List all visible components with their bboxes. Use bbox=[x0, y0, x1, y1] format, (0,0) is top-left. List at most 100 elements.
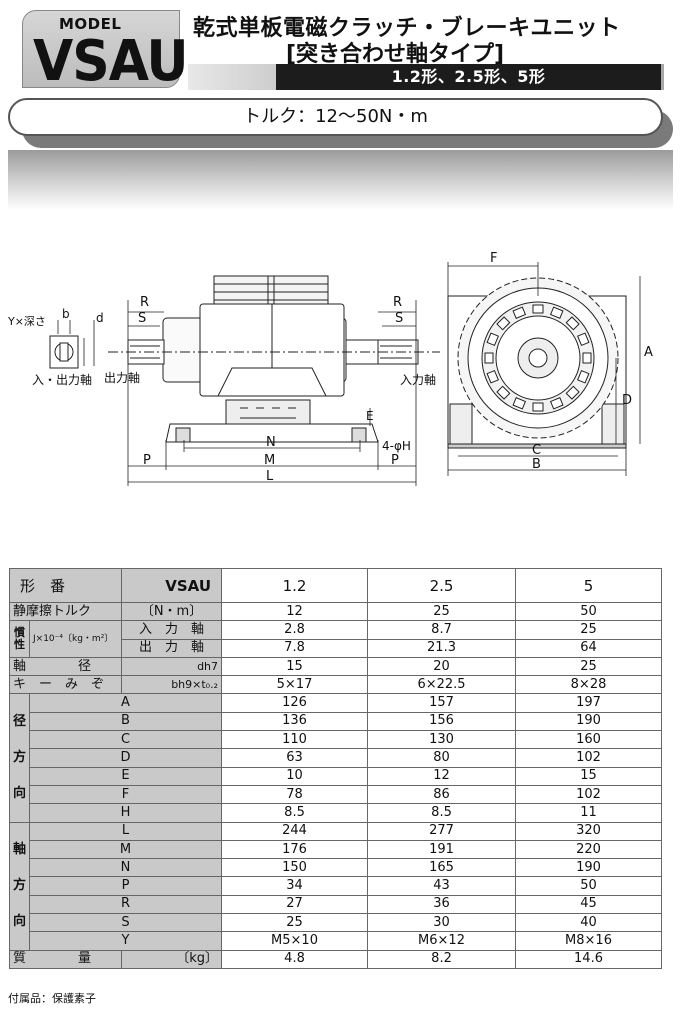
footnote: 付属品：保護素子 bbox=[8, 992, 96, 1005]
dim-label-b: b bbox=[62, 307, 70, 321]
cell: 25 bbox=[221, 913, 369, 933]
cell: 78 bbox=[221, 784, 369, 805]
cell: 102 bbox=[515, 748, 663, 768]
shaft-end-detail bbox=[49, 320, 95, 369]
label-torque: 静摩擦トルク bbox=[8, 601, 123, 622]
label-inertia-in: 入 力 軸 bbox=[121, 620, 223, 640]
cell: 30 bbox=[367, 913, 517, 933]
cell: 8.5 bbox=[221, 803, 369, 823]
cell: 25 bbox=[515, 620, 663, 640]
dim-key: H bbox=[28, 803, 223, 823]
header-col-1: 1.2 bbox=[221, 568, 369, 603]
dim-label-e: E bbox=[366, 409, 374, 423]
cell: 14.6 bbox=[515, 949, 663, 969]
vent-hole bbox=[565, 385, 580, 400]
cell: 25 bbox=[367, 601, 517, 622]
row-inertia-out: 出 力 軸 7.8 21.3 64 bbox=[10, 638, 663, 658]
row-torque: 静摩擦トルク 〔N・m〕 12 25 50 bbox=[8, 601, 663, 622]
cell: 8.5 bbox=[367, 803, 517, 823]
product-subtitle: [突き合わせ軸タイプ] bbox=[286, 42, 505, 67]
dim-key: A bbox=[28, 693, 223, 713]
dim-key: D bbox=[28, 748, 223, 768]
cell: 15 bbox=[515, 766, 663, 786]
cell: 43 bbox=[367, 876, 517, 896]
vent-hole bbox=[577, 332, 590, 347]
axial-group-char: 軸 bbox=[13, 842, 27, 858]
cell: 6×22.5 bbox=[367, 675, 517, 695]
header-col-3: 5 bbox=[515, 568, 663, 603]
vent-hole bbox=[512, 306, 527, 319]
vent-hole bbox=[486, 369, 499, 384]
cell: 130 bbox=[367, 730, 517, 750]
row-shaft-dia: 軸 径 dh7 15 20 25 bbox=[8, 656, 663, 677]
cell: 320 bbox=[515, 821, 663, 841]
unit-inertia: J×10⁻⁴〔kg・m²〕 bbox=[28, 620, 123, 658]
row-inertia-in: 慣性 J×10⁻⁴〔kg・m²〕 入 力 軸 2.8 8.7 25 bbox=[9, 620, 663, 658]
axial-group-label: 軸方向 bbox=[9, 821, 30, 951]
cell: 156 bbox=[367, 711, 517, 732]
vent-hole bbox=[549, 306, 564, 319]
cell: 25 bbox=[515, 656, 663, 677]
dim-label-d: d bbox=[96, 311, 104, 325]
cell: 8×28 bbox=[515, 675, 663, 695]
cell: 8.7 bbox=[367, 620, 517, 640]
cell: 150 bbox=[221, 858, 369, 878]
cell: 190 bbox=[515, 711, 663, 732]
label-input-shaft: 入力軸 bbox=[400, 373, 436, 387]
cell: 102 bbox=[515, 784, 663, 805]
header-model: VSAU bbox=[121, 568, 223, 603]
cell: 157 bbox=[367, 693, 517, 713]
vent-hole bbox=[484, 352, 494, 364]
dim-label-d-front: D bbox=[622, 393, 632, 408]
cell: M8×16 bbox=[515, 931, 663, 951]
label-output-shaft: 出力軸 bbox=[104, 371, 140, 385]
row-mass: 質 量 〔kg〕 4.8 8.2 14.6 bbox=[8, 949, 663, 969]
dimension-drawing: R S R S 出力軸 入力軸 E 4-φH N M L P P Y×深さ b … bbox=[7, 251, 653, 486]
dim-label-p2: P bbox=[391, 453, 399, 468]
cell: M5×10 bbox=[221, 931, 369, 951]
vent-hole bbox=[577, 369, 590, 384]
cell: 197 bbox=[515, 693, 663, 713]
dim-key: R bbox=[28, 894, 223, 915]
row-key: キ ー み ぞ bh9×t₀.₂ 5×17 6×22.5 8×28 bbox=[8, 675, 663, 695]
cell: 63 bbox=[221, 748, 369, 768]
dim-key: Y bbox=[28, 931, 223, 951]
dim-label-a: A bbox=[644, 345, 653, 360]
cell: 12 bbox=[221, 601, 369, 622]
label-shaft-dia: 軸 径 bbox=[8, 656, 123, 677]
cell: 165 bbox=[367, 858, 517, 878]
cell: 80 bbox=[367, 748, 517, 768]
product-title: 乾式単板電磁クラッチ・ブレーキユニット bbox=[193, 16, 621, 41]
vent-hole bbox=[512, 397, 527, 410]
cell: 40 bbox=[515, 913, 663, 933]
dim-key: C bbox=[28, 730, 223, 750]
axial-group-char: 向 bbox=[13, 914, 27, 930]
model-box: MODEL VSAU bbox=[22, 10, 189, 94]
cell: 110 bbox=[221, 730, 369, 750]
cell: M6×12 bbox=[367, 931, 517, 951]
radial-group-label: 径方向 bbox=[9, 693, 30, 823]
dim-label-n: N bbox=[266, 435, 276, 450]
group-inertia: 慣性 bbox=[9, 620, 30, 658]
table-header: 形 番 VSAU 1.2 2.5 5 bbox=[8, 568, 663, 603]
cell: 11 bbox=[515, 803, 663, 823]
cell: 4.8 bbox=[221, 949, 369, 969]
label-key: キ ー み ぞ bbox=[8, 675, 123, 695]
vent-hole bbox=[532, 402, 544, 412]
label-inertia-out: 出 力 軸 bbox=[121, 638, 223, 658]
sym-key: bh9×t₀.₂ bbox=[121, 675, 223, 695]
dim-label-r1: R bbox=[140, 295, 149, 310]
dim-key: M bbox=[28, 839, 223, 860]
cell: 64 bbox=[515, 638, 663, 658]
dim-label-s2: S bbox=[395, 311, 403, 326]
